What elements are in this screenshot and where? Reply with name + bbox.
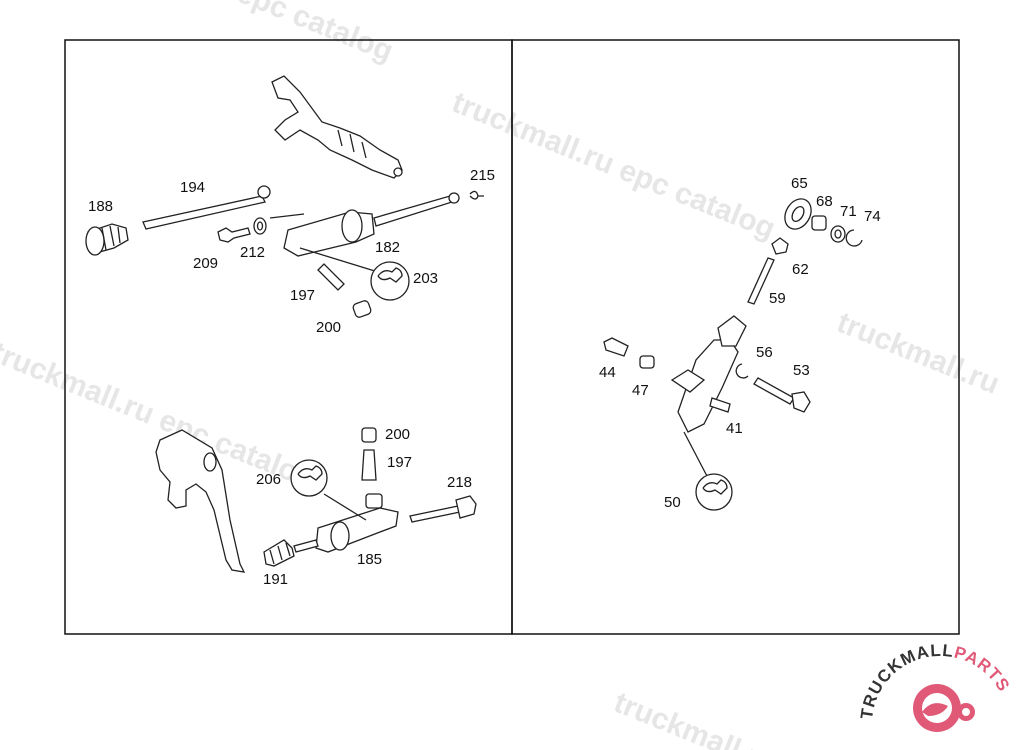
clip-56 bbox=[735, 363, 749, 379]
part-label: 185 bbox=[357, 551, 382, 568]
bleeder-41 bbox=[709, 397, 731, 413]
part-label: 65 bbox=[791, 175, 808, 192]
rod-end-eye bbox=[791, 205, 805, 223]
part-label: 188 bbox=[88, 198, 113, 215]
part-label: 44 bbox=[599, 364, 616, 381]
part-label: 56 bbox=[756, 344, 773, 361]
part-label: 53 bbox=[793, 362, 810, 379]
part-label: 50 bbox=[664, 494, 681, 511]
part-label: 197 bbox=[290, 287, 315, 304]
nut-62 bbox=[771, 237, 789, 255]
rod-59 bbox=[747, 257, 775, 305]
watermark-text: truckmall.ru bbox=[609, 686, 781, 750]
pin-44 bbox=[603, 337, 629, 357]
master-cylinder bbox=[677, 339, 739, 433]
part-label: 47 bbox=[632, 382, 649, 399]
part-label: 200 bbox=[316, 319, 341, 336]
right-panel-labels: 65 68 71 74 62 59 56 53 44 47 41 50 bbox=[599, 175, 881, 511]
part-label: 212 bbox=[240, 244, 265, 261]
release-fork bbox=[271, 75, 403, 179]
part-label: 191 bbox=[263, 571, 288, 588]
boot-ribs bbox=[101, 225, 121, 251]
truckmall-logo: TRUCKMALLPARTS bbox=[857, 641, 1013, 732]
gear-icon bbox=[913, 684, 975, 732]
cylinder-flange bbox=[341, 209, 363, 243]
fork-pivot bbox=[393, 167, 403, 177]
leader-212 bbox=[269, 213, 305, 219]
cap-47 bbox=[639, 355, 655, 369]
release-fork-lower bbox=[155, 429, 246, 573]
upper-clutch-assembly bbox=[85, 75, 484, 318]
clip-74 bbox=[845, 229, 863, 247]
part-label: 206 bbox=[256, 471, 281, 488]
part-label: 203 bbox=[413, 270, 438, 287]
part-label: 41 bbox=[726, 420, 743, 437]
cylinder-flange-lower bbox=[330, 521, 350, 551]
rod-eye bbox=[448, 192, 460, 204]
washer-71-hole bbox=[834, 229, 842, 239]
boot-ribs-lower bbox=[269, 542, 291, 565]
part-label: 209 bbox=[193, 255, 218, 272]
part-label: 215 bbox=[470, 167, 495, 184]
cylinder-mount bbox=[670, 369, 706, 393]
bolt-head-53 bbox=[791, 391, 811, 413]
part-label: 182 bbox=[375, 239, 400, 256]
watermark-text: epc catalog bbox=[232, 0, 397, 68]
bolt-head-218 bbox=[455, 495, 477, 519]
cylinder-rod bbox=[373, 195, 453, 227]
cap-200 bbox=[352, 300, 372, 318]
boot-opening bbox=[85, 226, 105, 256]
washer-hole bbox=[256, 221, 264, 231]
part-label: 62 bbox=[792, 261, 809, 278]
leader-50 bbox=[683, 431, 709, 479]
bolt-218 bbox=[409, 505, 461, 523]
clip-215 bbox=[469, 190, 484, 200]
right-assembly bbox=[603, 198, 863, 511]
cap-200-lower bbox=[361, 427, 377, 443]
right-panel-frame bbox=[511, 39, 960, 635]
wrench-icon bbox=[370, 261, 410, 301]
bleeder-197 bbox=[317, 263, 345, 291]
leader-203 bbox=[299, 247, 379, 273]
bleeder-197-lower bbox=[361, 449, 377, 481]
bushing-68 bbox=[811, 215, 827, 231]
watermark-text: truckmall.ru bbox=[832, 306, 1004, 401]
fork-detail bbox=[337, 129, 367, 159]
wrench-icon bbox=[290, 459, 328, 497]
watermark-text: truckmall.ru epc catalog bbox=[447, 86, 779, 246]
part-label: 218 bbox=[447, 474, 472, 491]
part-label: 68 bbox=[816, 193, 833, 210]
left-panel-labels: 194 188 215 212 209 182 203 197 200 200 … bbox=[88, 167, 495, 588]
part-label: 71 bbox=[840, 203, 857, 220]
part-label: 59 bbox=[769, 290, 786, 307]
part-label: 74 bbox=[864, 208, 881, 225]
bleeder-fitting bbox=[365, 493, 383, 509]
bolt-209 bbox=[217, 227, 251, 243]
pushrod-end bbox=[257, 185, 271, 199]
wrench-icon bbox=[695, 473, 733, 511]
bolt-53 bbox=[753, 377, 795, 405]
cylinder-boot bbox=[717, 315, 747, 347]
pushrod-194 bbox=[142, 195, 266, 230]
part-label: 194 bbox=[180, 179, 205, 196]
part-label: 200 bbox=[385, 426, 410, 443]
lower-clutch-assembly bbox=[155, 427, 477, 573]
part-label: 197 bbox=[387, 454, 412, 471]
pushrod-lower bbox=[293, 539, 319, 553]
fork-pivot-lower bbox=[203, 452, 217, 472]
leader-206 bbox=[323, 493, 367, 521]
